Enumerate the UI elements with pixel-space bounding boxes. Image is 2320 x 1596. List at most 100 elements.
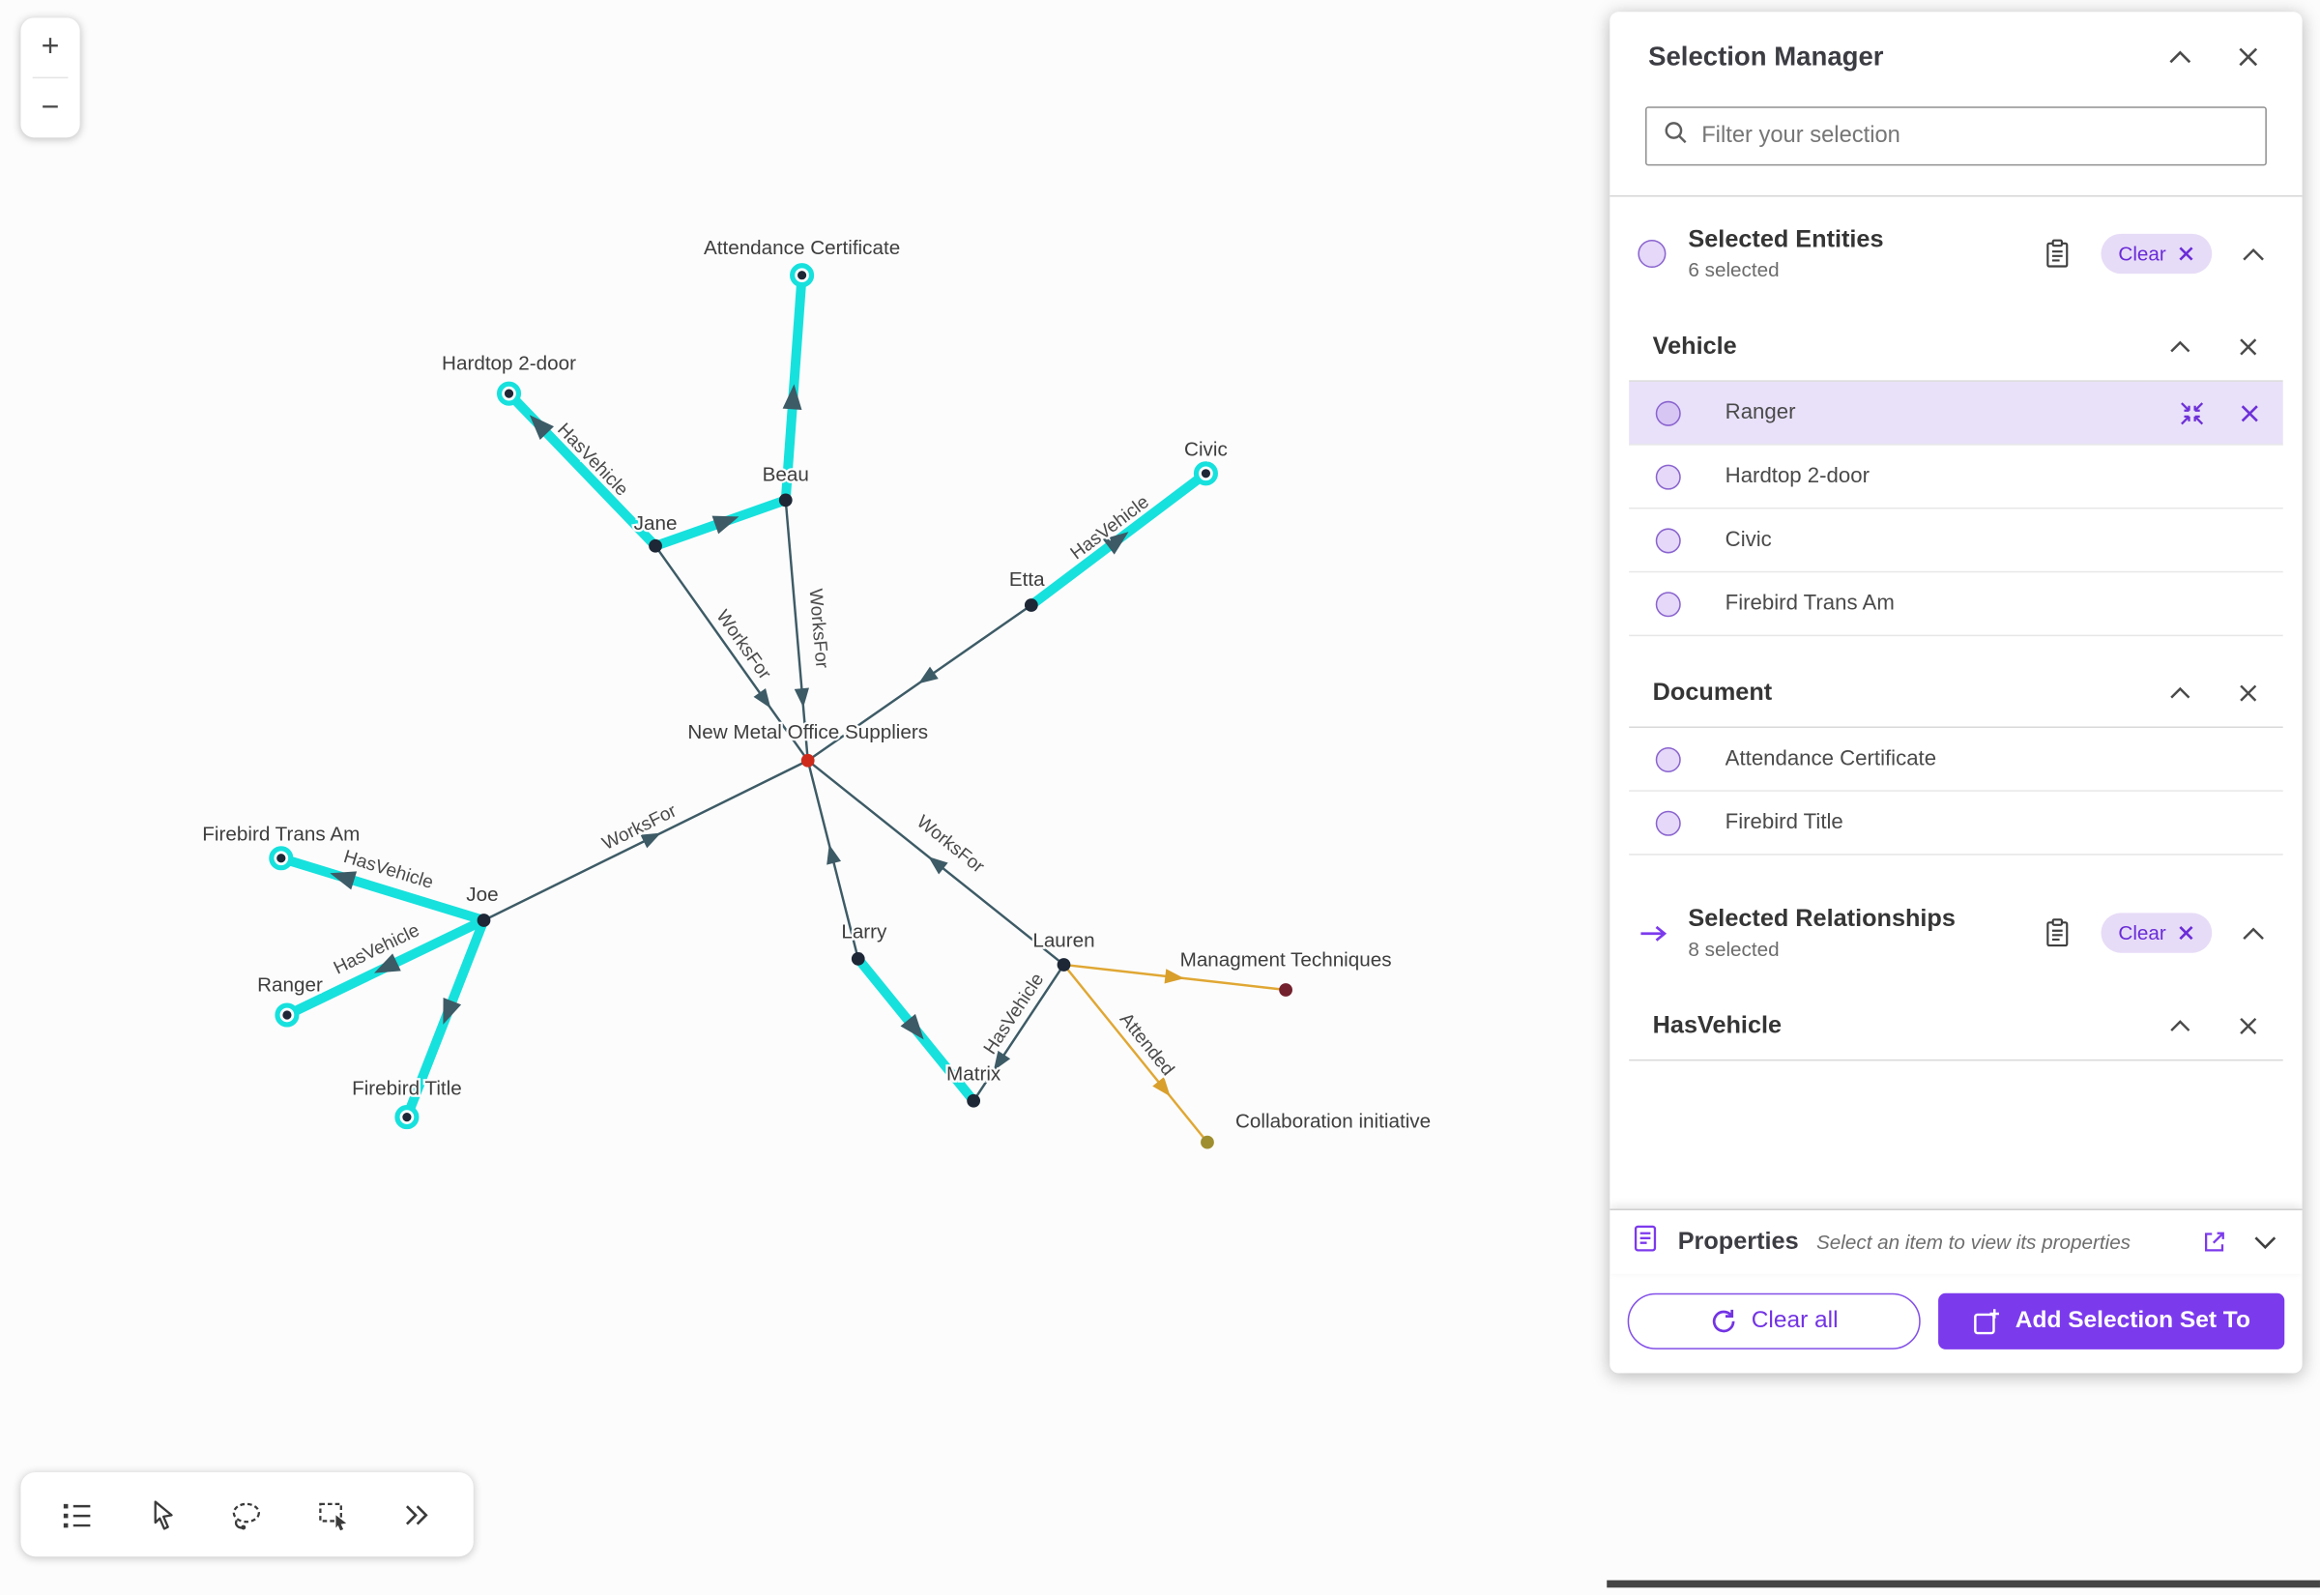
edge-label: HasVehicle (553, 420, 631, 501)
selected-relationships-header: Selected Relationships 8 selected Clear (1629, 876, 2283, 981)
entity-row[interactable]: Civic (1629, 508, 2283, 573)
graph-node[interactable] (1201, 1135, 1214, 1149)
edge-arrow-icon (330, 871, 358, 890)
graph-node-core (504, 389, 514, 398)
edge-label: HasVehicle (980, 970, 1048, 1058)
entity-label: Attendance Certificate (1725, 746, 1937, 771)
zoom-in-button[interactable]: + (20, 17, 79, 76)
node-label: Collaboration initiative (1235, 1110, 1431, 1132)
node-label: Attendance Certificate (704, 237, 900, 259)
remove-group-icon[interactable] (2234, 680, 2262, 708)
collapse-relationships-icon[interactable] (2237, 921, 2270, 944)
node-label: Jane (634, 512, 678, 535)
node-label: Firebird Title (352, 1078, 462, 1100)
relationships-section-icon (1638, 922, 1682, 943)
entity-label: Ranger (1725, 400, 1796, 425)
clear-all-label: Clear all (1751, 1308, 1839, 1334)
marquee-select-icon[interactable] (308, 1491, 356, 1538)
edge-arrow-icon (900, 1013, 924, 1040)
entity-icon (1655, 527, 1681, 553)
collapse-panel-button[interactable] (2163, 44, 2197, 69)
clear-relationships-button[interactable]: Clear (2101, 913, 2213, 953)
clear-all-button[interactable]: Clear all (1627, 1292, 1921, 1349)
contents-list-icon[interactable] (53, 1491, 101, 1538)
zoom-out-button[interactable]: − (20, 78, 79, 137)
entity-row[interactable]: Attendance Certificate (1629, 728, 2283, 792)
edge-arrow-icon (529, 415, 555, 440)
entity-group-vehicle: Vehicle Ranger (1629, 313, 2283, 637)
entity-icon (1655, 591, 1681, 617)
graph-node[interactable] (778, 493, 793, 508)
graph-node-core (276, 854, 286, 863)
edge-arrow-icon (993, 1050, 1011, 1071)
graph-node[interactable] (1024, 598, 1038, 612)
graph-edge[interactable] (972, 963, 1065, 1102)
clear-entities-button[interactable]: Clear (2101, 233, 2213, 275)
graph-edge[interactable] (1062, 963, 1209, 1144)
graph-node[interactable] (649, 538, 662, 553)
copy-relationships-icon[interactable] (2039, 913, 2075, 952)
graph-node[interactable] (1057, 958, 1071, 972)
pointer-select-icon[interactable] (138, 1491, 186, 1538)
selection-list: Selected Entities 6 selected Clear (1610, 197, 2302, 1209)
graph-node[interactable] (800, 753, 815, 768)
node-label: Managment Techniques (1180, 948, 1392, 971)
edge-arrow-icon (373, 953, 401, 973)
close-panel-button[interactable] (2233, 41, 2264, 72)
remove-group-icon[interactable] (2234, 333, 2262, 361)
copy-entities-icon[interactable] (2039, 234, 2075, 274)
node-label: Lauren (1032, 930, 1094, 952)
edge-arrow-icon (711, 515, 740, 535)
lasso-select-icon[interactable] (223, 1491, 271, 1538)
edge-label: WorksFor (805, 588, 832, 670)
entity-row-ranger[interactable]: Ranger (1629, 381, 2283, 446)
edge-arrow-icon (1164, 969, 1185, 984)
node-label: Etta (1009, 568, 1045, 591)
graph-node[interactable] (477, 914, 491, 927)
group-header-hasvehicle: HasVehicle (1629, 993, 2283, 1061)
entity-row[interactable]: Firebird Title (1629, 791, 2283, 856)
collapse-group-icon[interactable] (2164, 335, 2195, 358)
open-properties-icon[interactable] (2197, 1225, 2231, 1259)
more-tools-icon[interactable] (393, 1491, 441, 1538)
filter-input[interactable] (1701, 123, 2249, 150)
graph-node-core (797, 271, 807, 280)
node-label: Ranger (257, 974, 323, 997)
clear-relationships-label: Clear (2118, 921, 2166, 944)
expand-properties-icon[interactable] (2249, 1231, 2282, 1254)
collapse-group-icon[interactable] (2164, 682, 2195, 705)
relationship-group-hasvehicle: HasVehicle (1629, 993, 2283, 1061)
edge-arrow-icon (826, 844, 842, 865)
edge-label: WorksFor (711, 607, 774, 684)
edge-arrow-icon (918, 666, 939, 684)
graph-node[interactable] (1279, 983, 1292, 997)
zoom-widget: + − (20, 17, 80, 138)
edge-arrow-icon (794, 687, 809, 708)
properties-bar[interactable]: Properties Select an item to view its pr… (1610, 1208, 2303, 1274)
center-on-entity-icon[interactable] (2175, 395, 2209, 429)
collapse-group-icon[interactable] (2164, 1015, 2195, 1037)
graph-edge[interactable] (653, 544, 809, 762)
canvas-toolbar (20, 1471, 474, 1557)
deselect-entity-icon[interactable] (2236, 398, 2264, 426)
graph-node[interactable] (851, 951, 865, 966)
entities-count: 6 selected (1688, 258, 1780, 281)
graph-edge[interactable] (784, 499, 809, 762)
edge-arrow-icon (1152, 1076, 1171, 1097)
zoom-divider (32, 76, 69, 79)
graph-edge[interactable] (276, 853, 489, 926)
remove-group-icon[interactable] (2234, 1012, 2262, 1040)
properties-icon (1631, 1224, 1661, 1261)
graph-node-core (402, 1113, 412, 1122)
add-selection-set-button[interactable]: Add Selection Set To (1938, 1292, 2285, 1349)
group-title: HasVehicle (1652, 1011, 1783, 1039)
graph-node[interactable] (967, 1093, 981, 1108)
relationships-section-title: Selected Relationships (1688, 905, 1956, 933)
entity-row[interactable]: Firebird Trans Am (1629, 572, 2283, 637)
selected-entities-header: Selected Entities 6 selected Clear (1629, 197, 2283, 303)
collapse-entities-icon[interactable] (2237, 242, 2270, 265)
window-edge-strip (1607, 1580, 2320, 1588)
entity-row[interactable]: Hardtop 2-door (1629, 445, 2283, 509)
group-header-document: Document (1629, 660, 2283, 729)
